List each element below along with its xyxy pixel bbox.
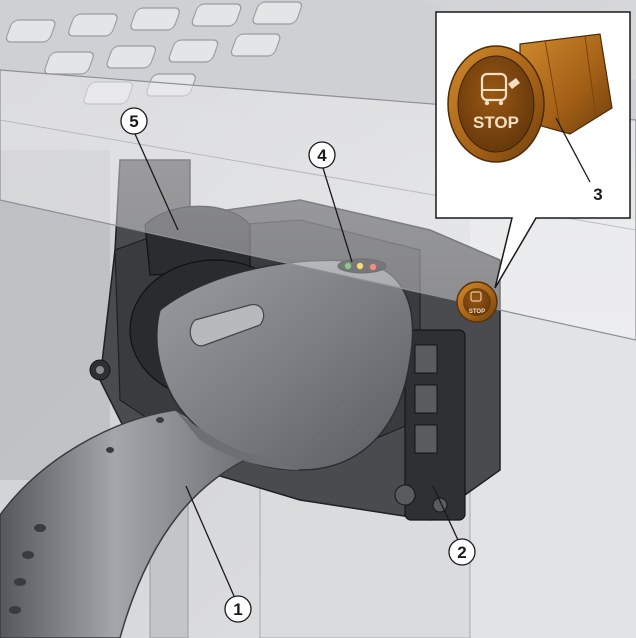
leader-lines <box>134 117 591 597</box>
callout-1: 1 <box>224 595 252 623</box>
svg-text:3: 3 <box>593 185 602 204</box>
detail-inset: STOP <box>435 11 631 289</box>
svg-text:5: 5 <box>129 112 138 131</box>
stop-label-large: STOP <box>473 113 519 132</box>
stop-label-small: STOP <box>469 309 485 315</box>
svg-text:1: 1 <box>233 600 242 619</box>
callout-3: 3 <box>593 185 602 204</box>
svg-text:2: 2 <box>457 543 466 562</box>
callout-5: 5 <box>120 107 148 135</box>
vehicle-icon <box>480 72 508 102</box>
plug-icon <box>508 78 520 89</box>
callout-4: 4 <box>308 141 336 169</box>
callout-2: 2 <box>448 538 476 566</box>
stop-button-small: STOP <box>456 281 498 323</box>
svg-text:4: 4 <box>317 146 327 165</box>
